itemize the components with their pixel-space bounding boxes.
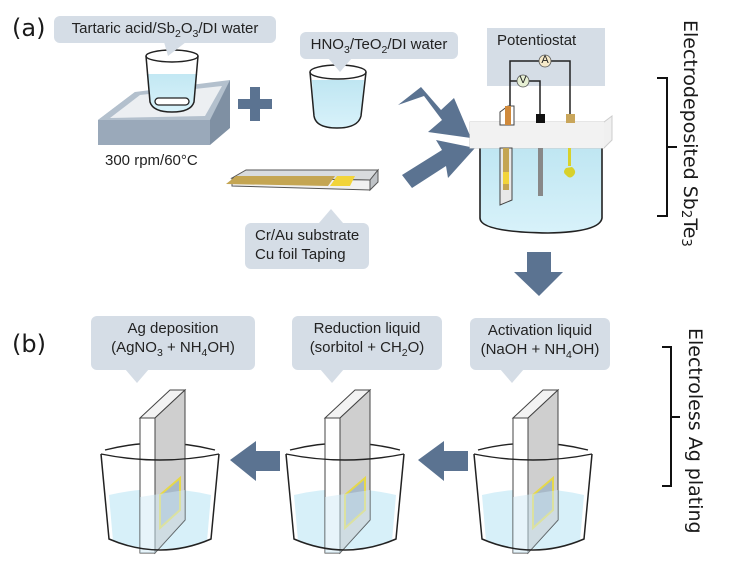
subscript: 4: [566, 349, 572, 361]
cu-foil-tape: [226, 176, 335, 186]
stir-bar-icon: [154, 97, 190, 106]
beaker-precursor1: [145, 49, 199, 113]
step-formula: (AgNO3 + NH4OH): [99, 338, 247, 363]
beaker-wall: [100, 453, 220, 551]
substrate-line2: Cu foil Taping: [255, 246, 346, 263]
arrow-left-2: [418, 441, 468, 481]
text: (AgNO: [111, 339, 157, 356]
substrate: [226, 168, 380, 192]
counter-electrode-cap: [566, 114, 575, 123]
bubble-reduction-liquid: Reduction liquid (sorbitol + CH2O): [292, 316, 442, 383]
text: OH): [207, 339, 235, 356]
text: OH): [571, 341, 600, 358]
bubble-tail: [125, 369, 149, 383]
text: Electrodeposited Sb: [678, 20, 701, 210]
beaker-reduction-liquid: [285, 388, 405, 555]
panel-label-a: (a): [12, 14, 46, 42]
text: Te: [678, 218, 701, 239]
electrochemical-cell: [469, 105, 613, 234]
ammeter-label: A: [541, 54, 549, 66]
ammeter-icon: [538, 54, 552, 68]
potentiostat-title: Potentiostat: [497, 32, 577, 49]
text: /DI water: [198, 20, 259, 37]
subscript: 3: [343, 44, 350, 56]
text: + NH: [162, 339, 202, 356]
subscript: 2: [678, 209, 693, 219]
step-formula: (sorbitol + CH2O): [300, 338, 434, 363]
text: Tartaric acid/Sb: [71, 20, 175, 37]
step-title: Activation liquid: [487, 322, 593, 339]
bubble-tail: [164, 42, 186, 56]
text: O: [180, 20, 193, 37]
bubble-tail: [320, 369, 344, 383]
step-title: Reduction liquid: [313, 320, 421, 337]
voltmeter-icon: [516, 74, 530, 88]
subscript: 2: [381, 44, 388, 56]
arrow-left-1: [230, 441, 280, 481]
substrate-line1: Cr/Au substrate: [255, 227, 360, 244]
bubble-substrate: Cr/Au substrate Cu foil Taping: [245, 209, 369, 269]
text: HNO: [310, 36, 344, 53]
bubble-tail: [500, 369, 524, 383]
subscript: 2: [175, 28, 181, 40]
step-title: Ag deposition: [127, 320, 219, 337]
step-formula: (NaOH + NH4OH): [478, 340, 602, 365]
subscript: 3: [192, 28, 199, 40]
bubble-tail: [328, 58, 352, 72]
beaker-ag-deposition: [100, 388, 220, 555]
potentiostat: [487, 28, 605, 118]
beaker-activation-liquid: [473, 388, 593, 555]
plus-icon: [238, 87, 272, 121]
text: /DI water: [387, 36, 448, 53]
arrow-to-cell-upper: [398, 87, 471, 138]
bubble-activation-liquid: Activation liquid (NaOH + NH4OH): [470, 318, 610, 383]
stir-condition: 300 rpm/60°C: [105, 152, 198, 169]
bubble-tail: [319, 209, 343, 223]
side-label-electroless: Electroless Ag plating: [684, 328, 706, 534]
bracket-electroless: [662, 346, 680, 487]
text: O): [407, 339, 425, 356]
subscript: 3: [678, 238, 693, 247]
panel-label-b: (b): [12, 330, 46, 358]
text: (NaOH + NH: [480, 341, 567, 358]
subscript: 2: [401, 347, 408, 359]
reference-electrode-cap: [536, 114, 545, 123]
subscript: 3: [156, 347, 163, 359]
arrow-down: [514, 252, 563, 296]
bubble-ag-deposition: Ag deposition (AgNO3 + NH4OH): [91, 316, 255, 383]
bubble-precursor1: Tartaric acid/Sb2O3/DI water: [54, 16, 276, 56]
beaker-wall: [285, 453, 405, 551]
beaker-wall: [473, 453, 593, 551]
arrow-to-cell-lower: [402, 140, 475, 188]
au-contact: [330, 176, 355, 186]
text: /TeO: [349, 36, 382, 53]
bubble-precursor2: HNO3/TeO2/DI water: [300, 32, 458, 72]
bracket-electrodeposition: [657, 77, 677, 217]
side-label-electrodeposited: Electrodeposited Sb2Te3: [678, 20, 701, 247]
beaker-precursor2: [309, 64, 367, 129]
voltmeter-label: V: [519, 74, 527, 86]
text: (sorbitol + CH: [309, 339, 402, 356]
subscript: 4: [201, 347, 208, 359]
